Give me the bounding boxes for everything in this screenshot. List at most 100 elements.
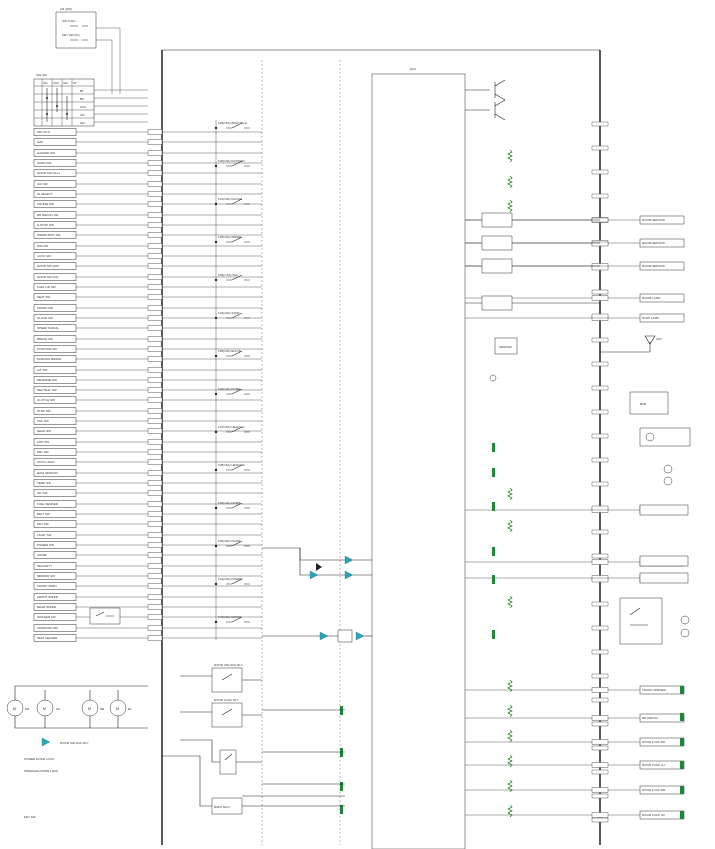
input-pin bbox=[147, 222, 163, 228]
sensor-box-3 bbox=[481, 258, 513, 274]
input-label: CRUISE SW bbox=[37, 202, 54, 206]
bottom-notes: POWER DOOR LOCK WIRELESS DOOR LOCK KEY S… bbox=[24, 757, 58, 819]
output-pin-stub bbox=[591, 313, 609, 319]
input-row: DOOR SW (ALL) bbox=[33, 169, 262, 177]
input-row: FRONT WIPER bbox=[33, 593, 262, 601]
input-row: WIPER MIST SW bbox=[33, 231, 262, 239]
input-label: SECURITY bbox=[37, 564, 52, 568]
output-pin bbox=[591, 559, 609, 565]
output-row: DOOR LOCK RH bbox=[465, 737, 685, 747]
output-pin-stub bbox=[591, 145, 609, 151]
fuse-switch: F35(15A) ECU-B bbox=[214, 349, 250, 358]
output-pin bbox=[591, 762, 609, 768]
body-ecu-frame: ECU bbox=[161, 49, 601, 849]
output-pin-stub bbox=[591, 265, 609, 271]
output-label: ROOM SENSOR bbox=[642, 264, 666, 268]
output-pin-stub bbox=[591, 433, 609, 439]
input-pin bbox=[147, 232, 163, 238]
input-row: REAR WIPER bbox=[33, 603, 262, 611]
input-label: CLUTCH SW bbox=[37, 398, 55, 402]
input-pin bbox=[147, 325, 163, 331]
input-row: SEAT HEATER bbox=[33, 634, 262, 642]
input-label: HAP bbox=[37, 140, 43, 144]
input-label: A/T SW bbox=[37, 368, 47, 372]
input-row: POWER SW bbox=[33, 541, 262, 549]
fuse-switch: F41(10A) POWER bbox=[214, 577, 250, 586]
output-pin-stub bbox=[591, 337, 609, 343]
output-pin-stub bbox=[591, 601, 609, 607]
input-pin bbox=[147, 480, 163, 486]
input-row: BRAKE SW bbox=[33, 335, 262, 343]
sensor-box-4 bbox=[481, 295, 513, 311]
note-0: POWER DOOR LOCK bbox=[24, 757, 54, 761]
input-label: WASHER SW bbox=[37, 615, 56, 619]
input-label: GLOVE SW bbox=[37, 316, 53, 320]
input-label: REVERSE SW bbox=[37, 378, 57, 382]
input-row: OIL SW bbox=[33, 489, 262, 497]
input-label: WIPER MIST SW bbox=[37, 233, 61, 237]
module-title: ECU bbox=[410, 67, 416, 71]
input-pin bbox=[147, 573, 163, 579]
input-pin bbox=[147, 367, 163, 373]
input-row: DIM SW bbox=[33, 242, 262, 250]
input-row: FUEL LID SW bbox=[33, 283, 262, 291]
output-row: DOOR LOCK LR bbox=[465, 810, 685, 820]
input-label: SEAT SW bbox=[37, 295, 50, 299]
lock-relay-box bbox=[211, 702, 243, 728]
input-label: SPEED SIGNAL bbox=[37, 326, 59, 330]
motor-0: M bbox=[13, 707, 16, 711]
input-row: S-STOP SW bbox=[33, 221, 262, 229]
fuse-switch: F42(10A) RADIO bbox=[214, 615, 250, 624]
input-pin bbox=[147, 274, 163, 280]
input-pin bbox=[147, 532, 163, 538]
input-pin bbox=[147, 490, 163, 496]
unlock-relay-text: DOOR UNLOCK RLY bbox=[214, 663, 243, 667]
row-ig2: IG2 bbox=[80, 121, 85, 125]
fuse-label: F30(10A) IGNITION bbox=[218, 159, 245, 163]
output-label: DOOR LOCK RR bbox=[642, 788, 666, 792]
input-row: AUTO LIGHT bbox=[33, 458, 262, 466]
motor-2: M bbox=[88, 707, 91, 711]
switch-contact bbox=[226, 502, 250, 509]
col-ig2: IG2 bbox=[63, 81, 68, 85]
output-pin-stub bbox=[591, 457, 609, 463]
switch-contact bbox=[226, 426, 250, 433]
fuse-label: F29(15A) BODY ECU bbox=[218, 121, 247, 125]
output-row: DOOR LOCK LH bbox=[465, 760, 685, 770]
input-pin bbox=[147, 212, 163, 218]
input-row: TAIL SW bbox=[33, 417, 262, 425]
motor-label-3: RL bbox=[128, 707, 132, 711]
input-label: HEAD SW bbox=[37, 429, 51, 433]
lm-box: LM (200) SW (COL) KEY SW (IG) bbox=[55, 7, 121, 94]
output-pin-stub bbox=[591, 793, 609, 799]
switch-contact bbox=[226, 540, 250, 547]
lm-title: LM (200) bbox=[60, 7, 72, 11]
right-components: SENSOR ANT BZR bbox=[340, 79, 691, 819]
input-row: DOOR SW (DR) bbox=[33, 262, 262, 270]
input-label: BELT SW bbox=[37, 512, 50, 516]
fuse-label: F40(20A) DOOR bbox=[218, 539, 241, 543]
input-label: SUNROOF SW bbox=[37, 626, 58, 630]
lm-item-0: SW (COL) bbox=[62, 19, 76, 23]
input-pin bbox=[147, 614, 163, 620]
motor-3: M bbox=[116, 707, 119, 711]
output-pin-stub bbox=[591, 361, 609, 367]
input-label: MIRROR SW bbox=[37, 574, 55, 578]
input-row: HORN SW bbox=[33, 159, 262, 167]
output-label-box bbox=[639, 261, 685, 271]
input-label: S-STOP SW bbox=[37, 223, 54, 227]
fuse-label: F35(15A) ECU-B bbox=[218, 349, 241, 353]
output-row: RR DEFOG bbox=[465, 713, 685, 723]
input-label: STOP SW bbox=[37, 409, 51, 413]
input-pin bbox=[147, 397, 163, 403]
input-row: BELT SW bbox=[33, 510, 262, 518]
output-pin-stub bbox=[591, 697, 609, 703]
input-pin bbox=[147, 191, 163, 197]
input-label: FUEL LID SW bbox=[37, 285, 56, 289]
row-acc: ACC bbox=[80, 105, 87, 109]
input-pin bbox=[147, 356, 163, 362]
input-label: AUTO LIGHT bbox=[37, 460, 55, 464]
fuse-switch: F34(10A) STOP bbox=[214, 311, 250, 320]
output-pin-stub bbox=[591, 409, 609, 415]
